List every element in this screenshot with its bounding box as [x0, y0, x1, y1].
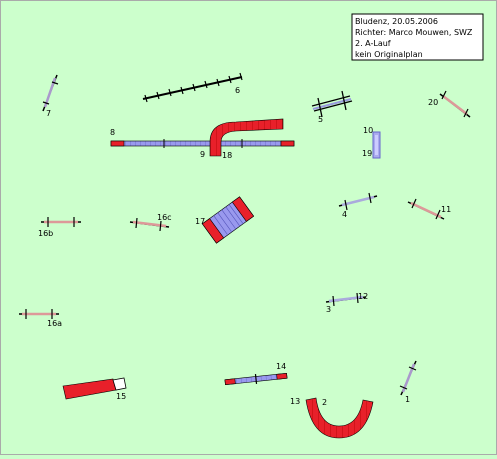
label-15: 15: [116, 392, 126, 401]
label-11: 11: [441, 205, 451, 214]
obstacle-10-19-table: [372, 131, 381, 159]
obstacle-14-seesaw: [224, 372, 288, 386]
obstacle-11-jump: [407, 198, 445, 220]
obstacle-6-wall: [142, 72, 243, 103]
label-4: 4: [342, 210, 347, 219]
obstacle-4-jump: [338, 192, 378, 211]
label-12: 12: [358, 292, 368, 301]
obstacle-3-12-jump: [325, 292, 367, 307]
obstacle-7-jump: [42, 74, 59, 112]
label-10: 10: [363, 126, 373, 135]
label-3: 3: [326, 305, 331, 314]
obstacle-20-jump: [439, 90, 471, 118]
info-line-judge: Richter: Marco Mouwen, SWZ: [355, 28, 473, 37]
label-9: 9: [200, 150, 205, 159]
obstacle-17-aframe: [201, 196, 255, 244]
label-1: 1: [405, 395, 410, 404]
label-16a: 16a: [47, 319, 62, 328]
label-13: 13: [290, 397, 300, 406]
label-14: 14: [276, 362, 286, 371]
obstacle-1-jump: [399, 360, 417, 396]
label-8: 8: [110, 128, 115, 137]
obstacle-16b-jump: [41, 217, 81, 227]
label-20: 20: [428, 98, 438, 107]
label-18: 18: [222, 151, 232, 160]
label-2: 2: [322, 398, 327, 407]
info-line-note: kein Originalplan: [355, 50, 423, 59]
obstacle-15-chute: [62, 377, 127, 400]
label-16c: 16c: [157, 213, 172, 222]
info-line-run: 2. A-Lauf: [355, 39, 391, 48]
label-17: 17: [195, 217, 205, 226]
info-box: Bludenz, 20.05.2006 Richter: Marco Mouwe…: [351, 13, 484, 61]
label-5: 5: [318, 115, 323, 124]
label-7: 7: [46, 109, 51, 118]
obstacle-2-13-tunnel: [305, 397, 374, 439]
info-line-date: Bludenz, 20.05.2006: [355, 17, 438, 26]
label-6: 6: [235, 86, 240, 95]
obstacle-16c-jump: [129, 217, 170, 232]
obstacle-16a-jump: [19, 309, 59, 319]
obstacle-8-dogwalk: [110, 139, 295, 148]
obstacle-9-18-tunnel: [209, 118, 284, 157]
label-19: 19: [362, 149, 372, 158]
obstacle-5-double-jump: [311, 90, 353, 118]
label-16b: 16b: [38, 229, 53, 238]
